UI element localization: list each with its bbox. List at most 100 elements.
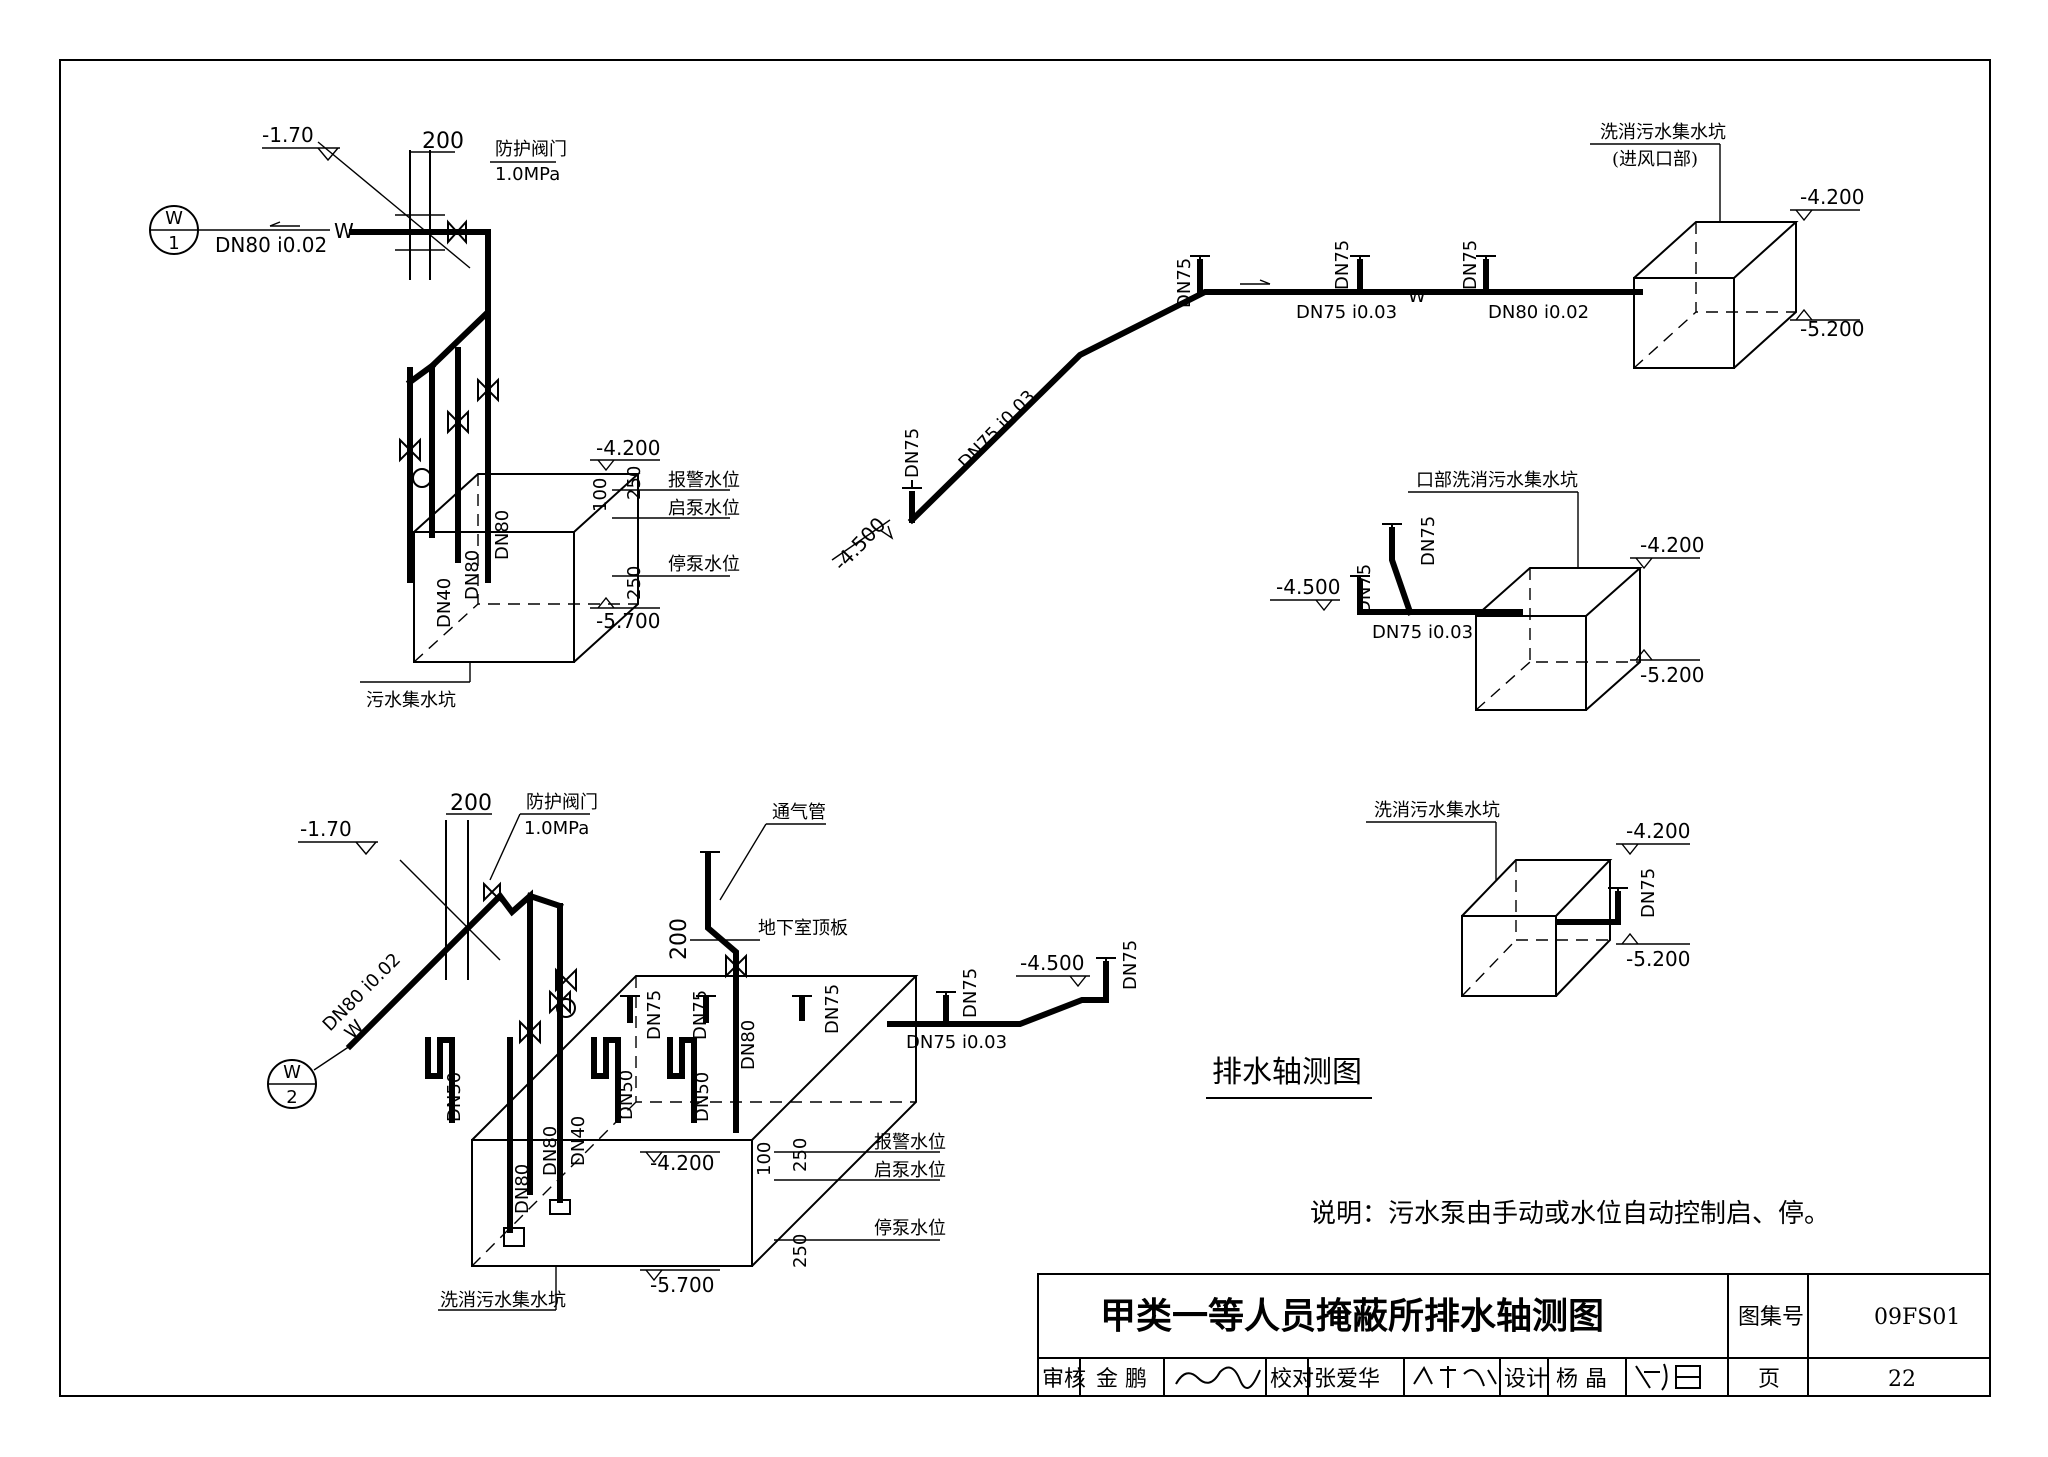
d3-level-c: -4.500: [1276, 575, 1340, 599]
diagram-title: 排水轴测图: [1212, 1055, 1362, 1090]
atlas-label: 图集号: [1738, 1305, 1804, 1330]
title-block-title: 甲类一等人员掩蔽所排水轴测图: [1100, 1295, 1604, 1337]
w1-level-a: -4.200: [596, 436, 660, 460]
w2-roof-label: 地下室顶板: [758, 918, 848, 939]
w2-marker-number: 2: [286, 1087, 297, 1108]
w2-dim-200a: 200: [450, 791, 492, 816]
w2-dn50b: DN50: [616, 1070, 637, 1120]
d2-w-mark: W: [1408, 286, 1426, 307]
w2-level-a: -4.200: [650, 1151, 714, 1175]
d3-pipe-slope: DN75 i0.03: [1372, 622, 1473, 643]
d2-dn75d: DN75: [1460, 240, 1481, 290]
w2-stop-level: 停泵水位: [874, 1218, 946, 1239]
note: 说明：污水泵由手动或水位自动控制启、停。: [1310, 1199, 1830, 1229]
check-name: 张爱华: [1314, 1367, 1380, 1392]
w2-dn80b: DN80: [540, 1126, 561, 1176]
design-name: 杨 晶: [1556, 1367, 1607, 1392]
w2-dn40: DN40: [568, 1116, 589, 1166]
w2-level-c: -4.500: [1020, 951, 1084, 975]
d2-level-a: -4.200: [1800, 185, 1864, 209]
w2-level-top: -1.70: [300, 817, 352, 841]
review-label: 审核: [1042, 1367, 1086, 1392]
w1-level-b: -5.700: [596, 609, 660, 633]
w1-start-level: 启泵水位: [668, 498, 740, 519]
d3-pit-box: [1475, 567, 1643, 711]
page-number: 22: [1888, 1367, 1916, 1392]
d3-dn75a: DN75: [1354, 564, 1375, 614]
diagram-entrance-pit: 口部洗消污水集水坑 DN75 DN75 DN75 i0.03 -4.500 -4…: [1270, 470, 1704, 711]
w2-dim-250b: 250: [790, 1234, 811, 1268]
diagram-small-pit: 洗消污水集水坑 DN75 -4.200 -5.200: [1366, 800, 1690, 997]
w2-valve-icon: [483, 881, 501, 903]
d2-pipe-slope1: DN75 i0.03: [954, 386, 1039, 473]
w2-dim-250a: 250: [790, 1138, 811, 1172]
w2-tank-box: [471, 975, 919, 1267]
w1-marker-number: 1: [168, 233, 179, 254]
d2-main-pipe: [907, 289, 1643, 525]
w2-vent-label: 通气管: [772, 802, 826, 823]
w2-dn75a: DN75: [644, 990, 665, 1040]
w1-alarm-level: 报警水位: [668, 470, 740, 491]
review-signature: [1175, 1366, 1261, 1389]
w2-alarm-level: 报警水位: [874, 1132, 946, 1153]
design-label: 设计: [1504, 1367, 1548, 1392]
w1-marker-letter: W: [165, 208, 183, 229]
d2-pit-box: [1633, 221, 1799, 369]
w2-pump-icon: [556, 998, 576, 1018]
d4-pit-box: [1461, 859, 1613, 997]
atlas-number: 09FS01: [1874, 1305, 1960, 1330]
sheet-border: [59, 59, 1991, 1397]
d3-dn75b: DN75: [1418, 516, 1439, 566]
d2-pit-sublabel: (进风口部): [1612, 149, 1698, 170]
w1-dim-250a: 250: [624, 466, 645, 500]
d2-dn75a: DN75: [902, 428, 923, 478]
w1-w-mark: W: [334, 219, 354, 243]
w1-level-top-icon: [317, 147, 339, 162]
w1-dn80a: DN80: [462, 550, 483, 600]
w1-dim-100: 100: [590, 478, 611, 512]
title-block: [1037, 1273, 1991, 1397]
w1-dn40: DN40: [434, 578, 455, 628]
w1-level-top: -1.70: [262, 123, 314, 147]
w1-dim-200: 200: [422, 129, 464, 154]
w2-outlet-pipe: [887, 961, 1109, 1027]
w1-pump-icon: [412, 468, 432, 488]
d2-dn75b: DN75: [1174, 258, 1195, 308]
w2-dn75c: DN75: [822, 984, 843, 1034]
d2-pit-label: 洗消污水集水坑: [1600, 122, 1726, 143]
d3-level-a: -4.200: [1640, 533, 1704, 557]
design-signature: [1635, 1363, 1701, 1391]
w1-pressure: 1.0MPa: [495, 164, 560, 185]
w1-stop-level: 停泵水位: [668, 554, 740, 575]
diagram-w1: W 1 DN80 i0.02 W 200 防护阀门 1.0MPa -1.70: [149, 123, 740, 711]
w1-pipe-label: DN80 i0.02: [215, 233, 327, 257]
d2-dn75c: DN75: [1332, 240, 1353, 290]
d4-pit-label: 洗消污水集水坑: [1374, 800, 1500, 821]
w1-dn80b: DN80: [492, 510, 513, 560]
w1-valve-label: 防护阀门: [495, 139, 567, 160]
w2-dn75e: DN75: [1120, 940, 1141, 990]
w2-dn80a: DN80: [512, 1164, 533, 1214]
w2-pressure: 1.0MPa: [524, 818, 589, 839]
d2-pipe-slope3: DN80 i0.02: [1488, 302, 1589, 323]
d2-level-c: -4.500: [828, 512, 890, 575]
page-label: 页: [1758, 1367, 1780, 1392]
w1-valve-icon: [447, 219, 467, 245]
w2-dn80c: DN80: [738, 1020, 759, 1070]
w2-dn75b: DN75: [690, 990, 711, 1040]
diagram-w2: W 2 DN80 i0.02 W 200 防护阀门 1.0MPa -1.70: [267, 791, 1141, 1311]
w2-dn50a: DN50: [444, 1072, 465, 1122]
w1-pit-label: 污水集水坑: [366, 690, 456, 711]
w2-dn75d: DN75: [960, 968, 981, 1018]
w2-main-pipe: [345, 889, 533, 1195]
w2-valve-label: 防护阀门: [526, 792, 598, 813]
w1-main-pipe: [349, 229, 491, 538]
d4-level-a: -4.200: [1626, 819, 1690, 843]
w2-dn50c: DN50: [692, 1072, 713, 1122]
review-name: 金 鹏: [1096, 1367, 1147, 1392]
w1-dim-250b: 250: [624, 566, 645, 600]
check-label: 校对: [1270, 1367, 1314, 1392]
d3-pit-label: 口部洗消污水集水坑: [1416, 470, 1578, 491]
d4-dn75: DN75: [1638, 868, 1659, 918]
check-signature: [1413, 1365, 1497, 1388]
